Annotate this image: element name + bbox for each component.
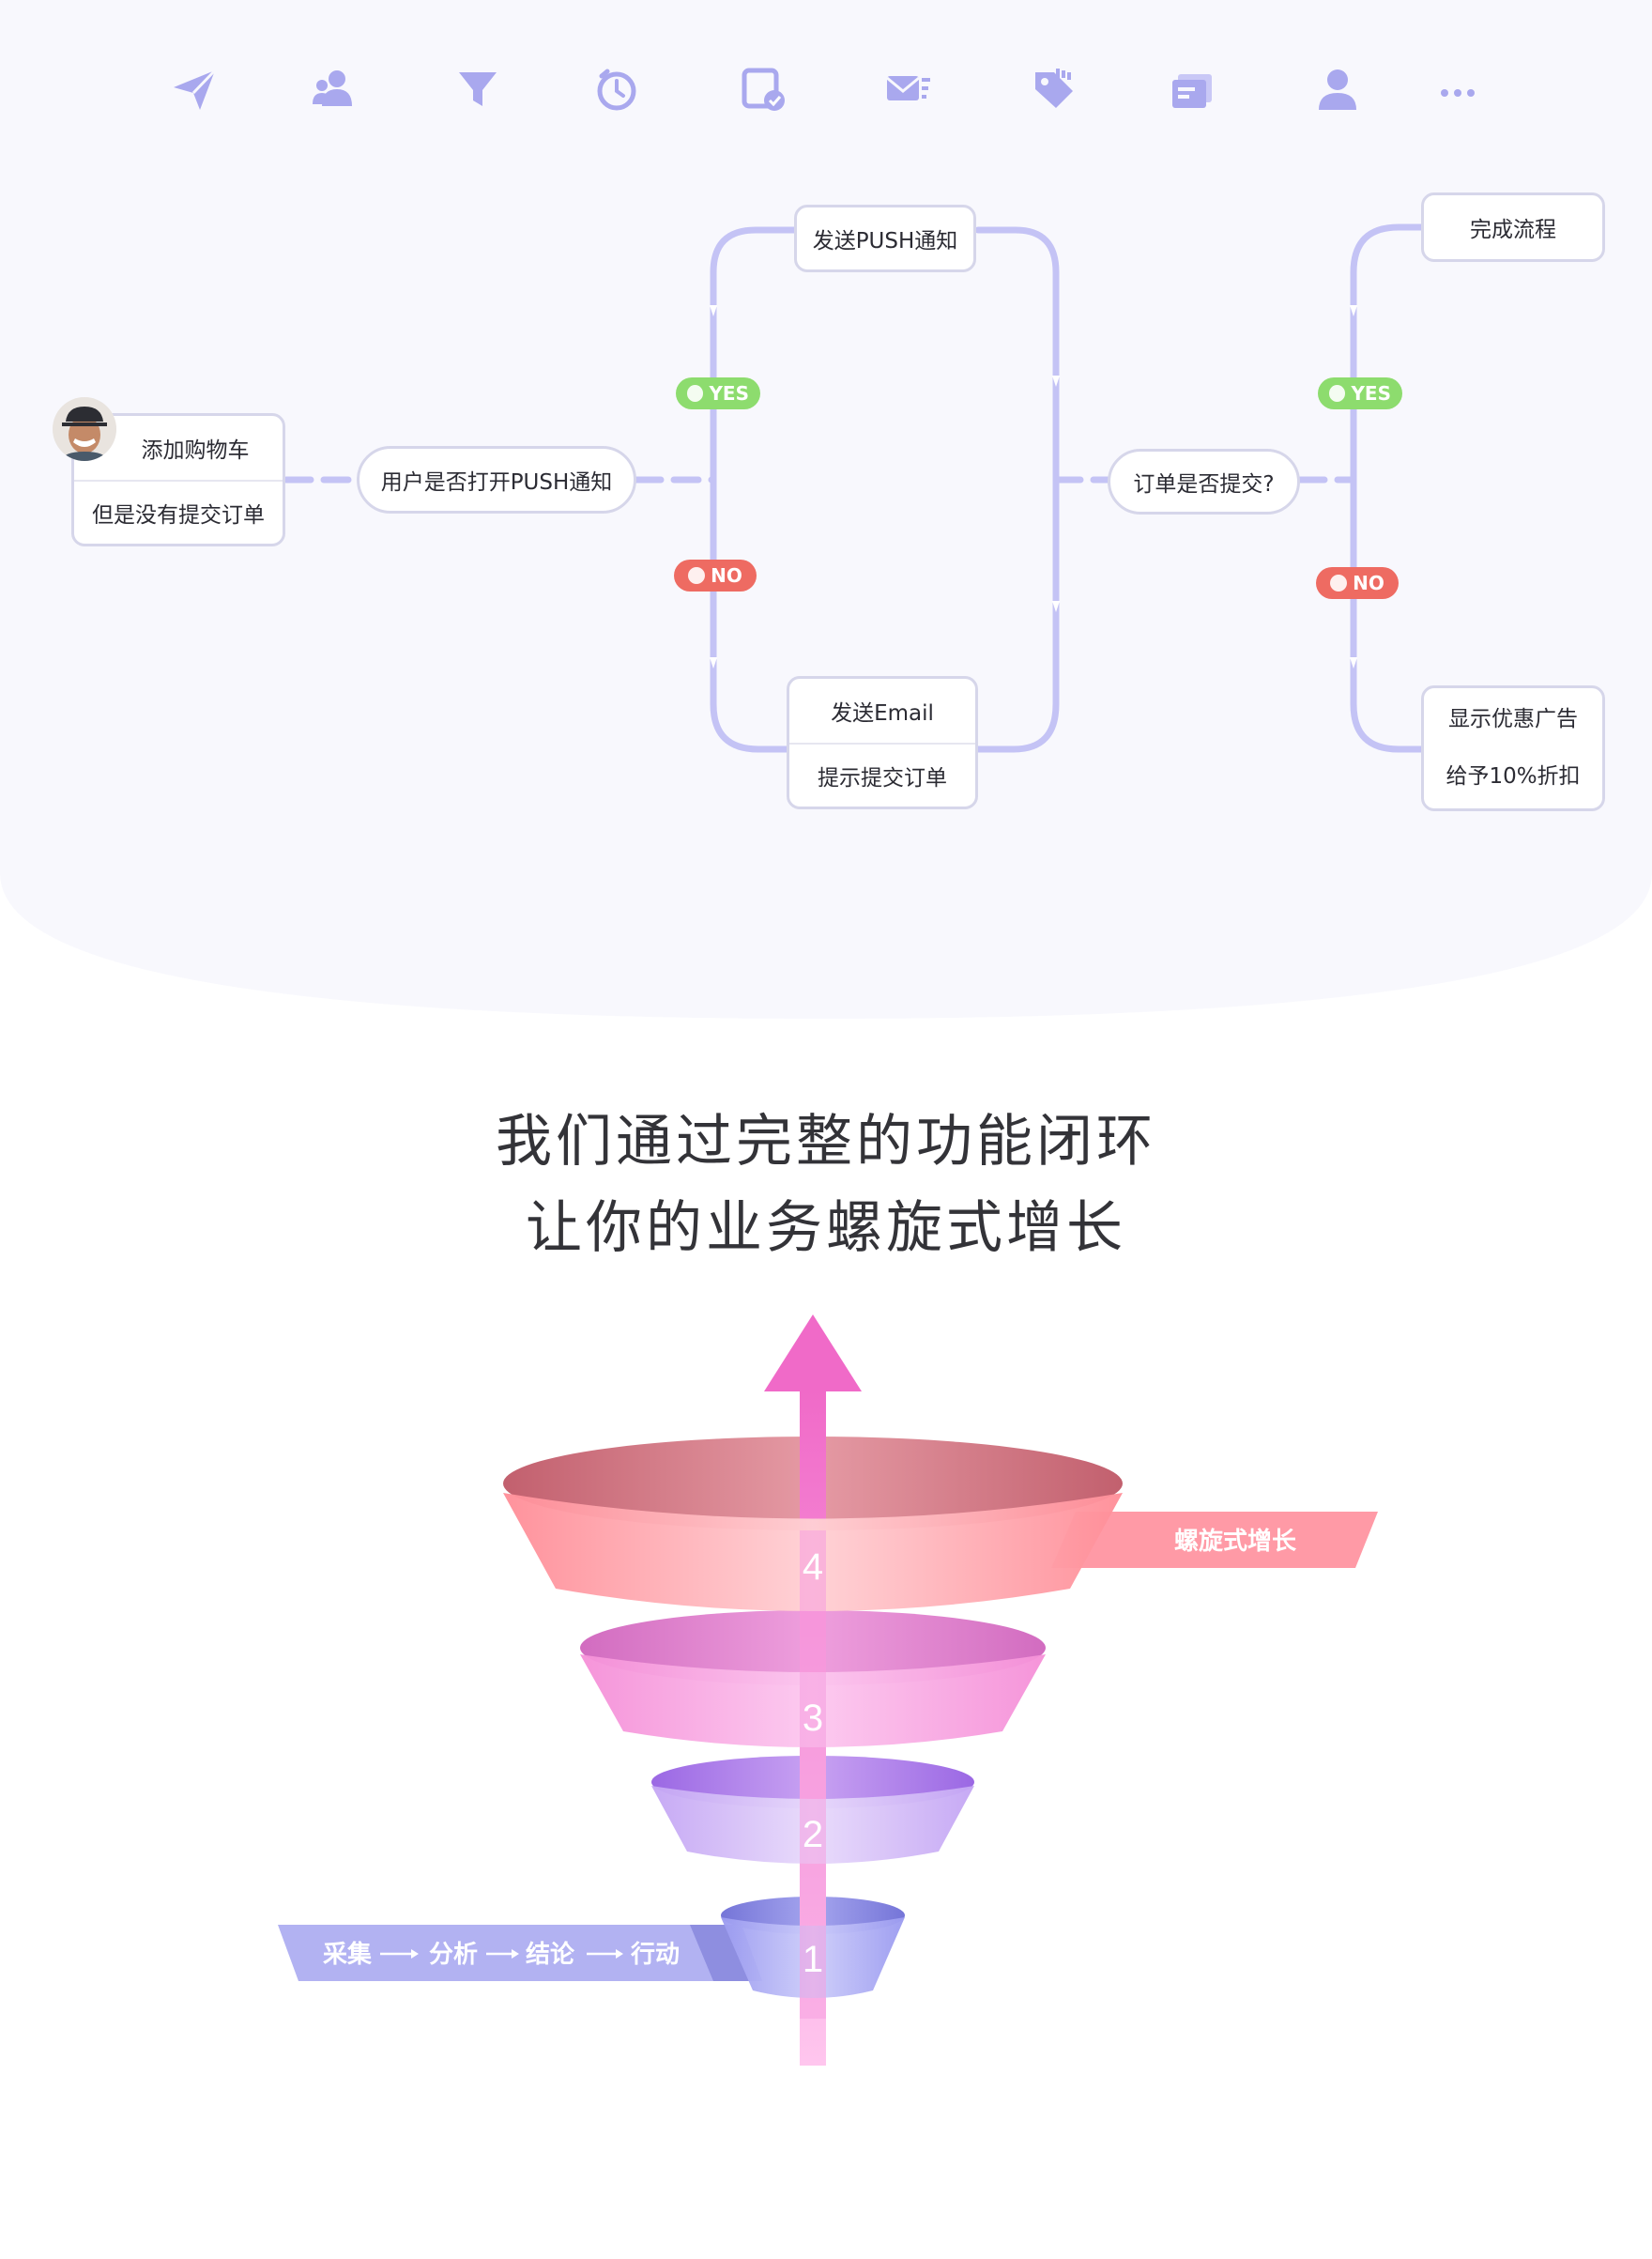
complete-node[interactable]: 完成流程 bbox=[1421, 192, 1605, 262]
step-conclude: 结论 bbox=[526, 1941, 575, 1969]
user-icon[interactable] bbox=[1305, 56, 1370, 122]
complete-label: 完成流程 bbox=[1470, 218, 1556, 242]
yes-badge-order: YES bbox=[1318, 377, 1402, 409]
growth-arrow-head bbox=[764, 1314, 862, 1391]
step-act: 行动 bbox=[630, 1940, 680, 1969]
section-heading: 我们通过完整的功能闭环 让你的业务螺旋式增长 bbox=[0, 1099, 1652, 1271]
growth-label: 螺旋式增长 bbox=[1174, 1527, 1297, 1556]
send-email-line2: 提示提交订单 bbox=[789, 743, 975, 807]
step-collect: 采集 bbox=[323, 1940, 373, 1969]
heading-line2: 让你的业务螺旋式增长 bbox=[526, 1195, 1126, 1261]
timer-icon[interactable] bbox=[584, 56, 650, 122]
spiral-growth-graphic: 4 3 2 1 螺旋式增长 采集 分析 结论 行动 bbox=[278, 1314, 1378, 2066]
order-decision-label: 订单是否提交? bbox=[1133, 472, 1275, 497]
order-decision-node[interactable]: 订单是否提交? bbox=[1108, 449, 1300, 515]
task-check-icon[interactable] bbox=[730, 56, 796, 122]
send-email-line1: 发送Email bbox=[831, 701, 934, 726]
more-icon[interactable] bbox=[1425, 56, 1491, 122]
send-push-label: 发送PUSH通知 bbox=[812, 229, 958, 254]
offer-line1: 显示优惠广告 bbox=[1448, 707, 1578, 731]
flow-connectors bbox=[283, 223, 1427, 753]
send-push-node[interactable]: 发送PUSH通知 bbox=[794, 205, 976, 272]
toolbar bbox=[0, 56, 1652, 122]
steps-banner bbox=[278, 1925, 762, 1981]
ads-icon[interactable] bbox=[1160, 56, 1226, 122]
no-badge-push: NO bbox=[674, 560, 757, 592]
smile-icon bbox=[1329, 385, 1346, 402]
send-icon[interactable] bbox=[161, 56, 227, 122]
smile-icon bbox=[687, 385, 704, 402]
push-decision-node[interactable]: 用户是否打开PUSH通知 bbox=[357, 446, 636, 514]
email-icon[interactable] bbox=[875, 56, 941, 122]
heading-line1: 我们通过完整的功能闭环 bbox=[496, 1109, 1156, 1175]
avatar bbox=[53, 397, 116, 461]
send-email-node[interactable]: 发送Email 提示提交订单 bbox=[787, 676, 978, 809]
push-decision-label: 用户是否打开PUSH通知 bbox=[380, 470, 613, 495]
users-icon[interactable] bbox=[300, 56, 366, 122]
yes-badge-push: YES bbox=[676, 377, 760, 409]
offer-node[interactable]: 显示优惠广告 给予10%折扣 bbox=[1421, 685, 1605, 811]
step-analyze: 分析 bbox=[429, 1941, 478, 1969]
offer-line2: 给予10%折扣 bbox=[1446, 764, 1581, 789]
level-label-2: 2 bbox=[803, 1814, 823, 1855]
tag-icon[interactable] bbox=[1021, 56, 1087, 122]
level-label-3: 3 bbox=[803, 1698, 823, 1739]
sad-icon bbox=[688, 567, 706, 584]
start-node-line2: 但是没有提交订单 bbox=[74, 480, 283, 544]
level-label-1: 1 bbox=[803, 1939, 823, 1980]
sad-icon bbox=[1330, 575, 1348, 592]
level-label-4: 4 bbox=[803, 1546, 823, 1588]
growth-banner bbox=[1051, 1512, 1378, 1568]
no-badge-order: NO bbox=[1316, 567, 1399, 599]
start-node-line1: 添加购物车 bbox=[141, 438, 250, 463]
filter-icon[interactable] bbox=[445, 56, 511, 122]
